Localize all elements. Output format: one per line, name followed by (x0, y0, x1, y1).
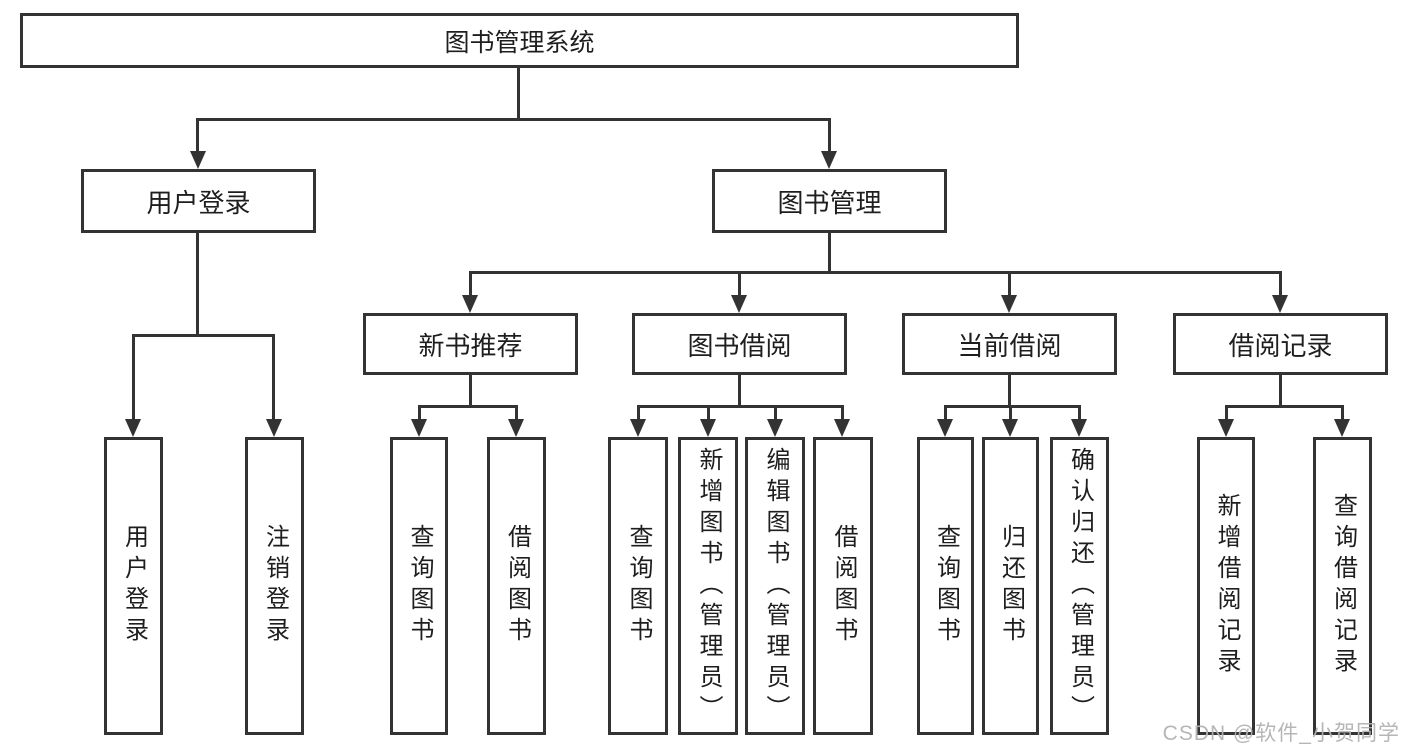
watermark-text: CSDN @软件_小贺同学 (1162, 722, 1400, 745)
connector-line (944, 405, 1081, 408)
arrowhead-down-icon (1071, 419, 1087, 437)
leaf-label: 查询图书 (406, 524, 433, 648)
connector-line (944, 405, 947, 422)
connector-line (1008, 375, 1011, 408)
leaf-label: 查询图书 (625, 524, 652, 648)
node-label: 当前借阅 (957, 330, 1062, 361)
leaf-label: 新增图书（管理员） (695, 446, 722, 726)
connector-line (469, 271, 1282, 274)
connector-line (738, 375, 741, 408)
node-current-borrowing: 当前借阅 (902, 313, 1117, 375)
connector-line (196, 118, 831, 121)
connector-line (774, 405, 777, 422)
leaf-label: 编辑图书（管理员） (762, 446, 789, 726)
leaf-logout-login: 注销登录 (245, 437, 304, 735)
leaf-label: 查询借阅记录 (1329, 493, 1357, 679)
leaf-user-login: 用户登录 (104, 437, 163, 735)
connector-line (517, 68, 520, 121)
leaf-label: 注销登录 (261, 524, 289, 648)
leaf-label: 查询图书 (932, 524, 960, 648)
node-book-management: 图书管理 (712, 169, 947, 233)
connector-line (828, 118, 831, 154)
connector-line (1008, 271, 1011, 298)
connector-line (841, 405, 844, 422)
connector-line (132, 334, 275, 337)
arrowhead-down-icon (266, 419, 282, 437)
leaf-add-borrow-record: 新增借阅记录 (1197, 437, 1255, 735)
arrowhead-down-icon (821, 151, 837, 169)
leaf-query-books-current: 查询图书 (917, 437, 974, 735)
arrowhead-down-icon (508, 419, 524, 437)
leaf-label: 新增借阅记录 (1213, 493, 1240, 679)
connector-line (738, 271, 741, 298)
node-user-login: 用户登录 (81, 169, 316, 233)
arrowhead-down-icon (1002, 419, 1018, 437)
connector-line (1279, 375, 1282, 408)
node-label: 新书推荐 (418, 330, 523, 361)
leaf-label: 归还图书 (997, 524, 1025, 648)
connector-line (1279, 271, 1282, 298)
arrowhead-down-icon (834, 419, 850, 437)
arrowhead-down-icon (190, 151, 206, 169)
arrowhead-down-icon (1334, 419, 1350, 437)
connector-line (637, 405, 844, 408)
connector-line (1009, 405, 1012, 422)
arrowhead-down-icon (731, 295, 747, 313)
arrowhead-down-icon (125, 419, 141, 437)
connector-line (707, 405, 710, 422)
node-library-management-system: 图书管理系统 (20, 13, 1019, 68)
arrowhead-down-icon (767, 419, 783, 437)
connector-line (196, 233, 199, 337)
leaf-confirm-return-admin: 确认归还（管理员） (1050, 437, 1109, 735)
node-book-borrowing: 图书借阅 (632, 313, 847, 375)
connector-line (515, 405, 518, 422)
leaf-label: 借阅图书 (830, 524, 857, 648)
node-label: 用户登录 (146, 187, 251, 218)
leaf-query-borrow-record: 查询借阅记录 (1313, 437, 1372, 735)
arrowhead-down-icon (411, 419, 427, 437)
connector-line (1341, 405, 1344, 422)
connector-line (469, 271, 472, 298)
connector-line (1225, 405, 1344, 408)
connector-line (828, 233, 831, 274)
arrowhead-down-icon (937, 419, 953, 437)
node-borrowing-records: 借阅记录 (1173, 313, 1388, 375)
connector-line (132, 334, 135, 422)
leaf-borrow-books-recommend: 借阅图书 (487, 437, 546, 735)
leaf-query-books-recommend: 查询图书 (390, 437, 448, 735)
node-label: 借阅记录 (1228, 330, 1333, 361)
connector-line (1225, 405, 1228, 422)
arrowhead-down-icon (630, 419, 646, 437)
connector-line (1078, 405, 1081, 422)
node-new-book-recommendation: 新书推荐 (363, 313, 578, 375)
connector-line (272, 334, 275, 422)
connector-line (637, 405, 640, 422)
connector-line (469, 375, 472, 408)
leaf-label: 用户登录 (120, 524, 148, 648)
leaf-label: 确认归还（管理员） (1066, 446, 1094, 726)
leaf-add-books-admin: 新增图书（管理员） (678, 437, 738, 735)
leaf-edit-books-admin: 编辑图书（管理员） (745, 437, 805, 735)
arrowhead-down-icon (700, 419, 716, 437)
connector-line (418, 405, 518, 408)
node-label: 图书管理系统 (444, 28, 595, 57)
leaf-label: 借阅图书 (503, 524, 531, 648)
leaf-borrow-books-borrowing: 借阅图书 (813, 437, 873, 735)
node-label: 图书借阅 (687, 330, 792, 361)
leaf-return-books: 归还图书 (982, 437, 1039, 735)
arrowhead-down-icon (1001, 295, 1017, 313)
connector-line (418, 405, 421, 422)
arrowhead-down-icon (462, 295, 478, 313)
leaf-query-books-borrowing: 查询图书 (608, 437, 668, 735)
node-label: 图书管理 (777, 187, 882, 218)
connector-line (196, 118, 199, 154)
arrowhead-down-icon (1218, 419, 1234, 437)
arrowhead-down-icon (1272, 295, 1288, 313)
